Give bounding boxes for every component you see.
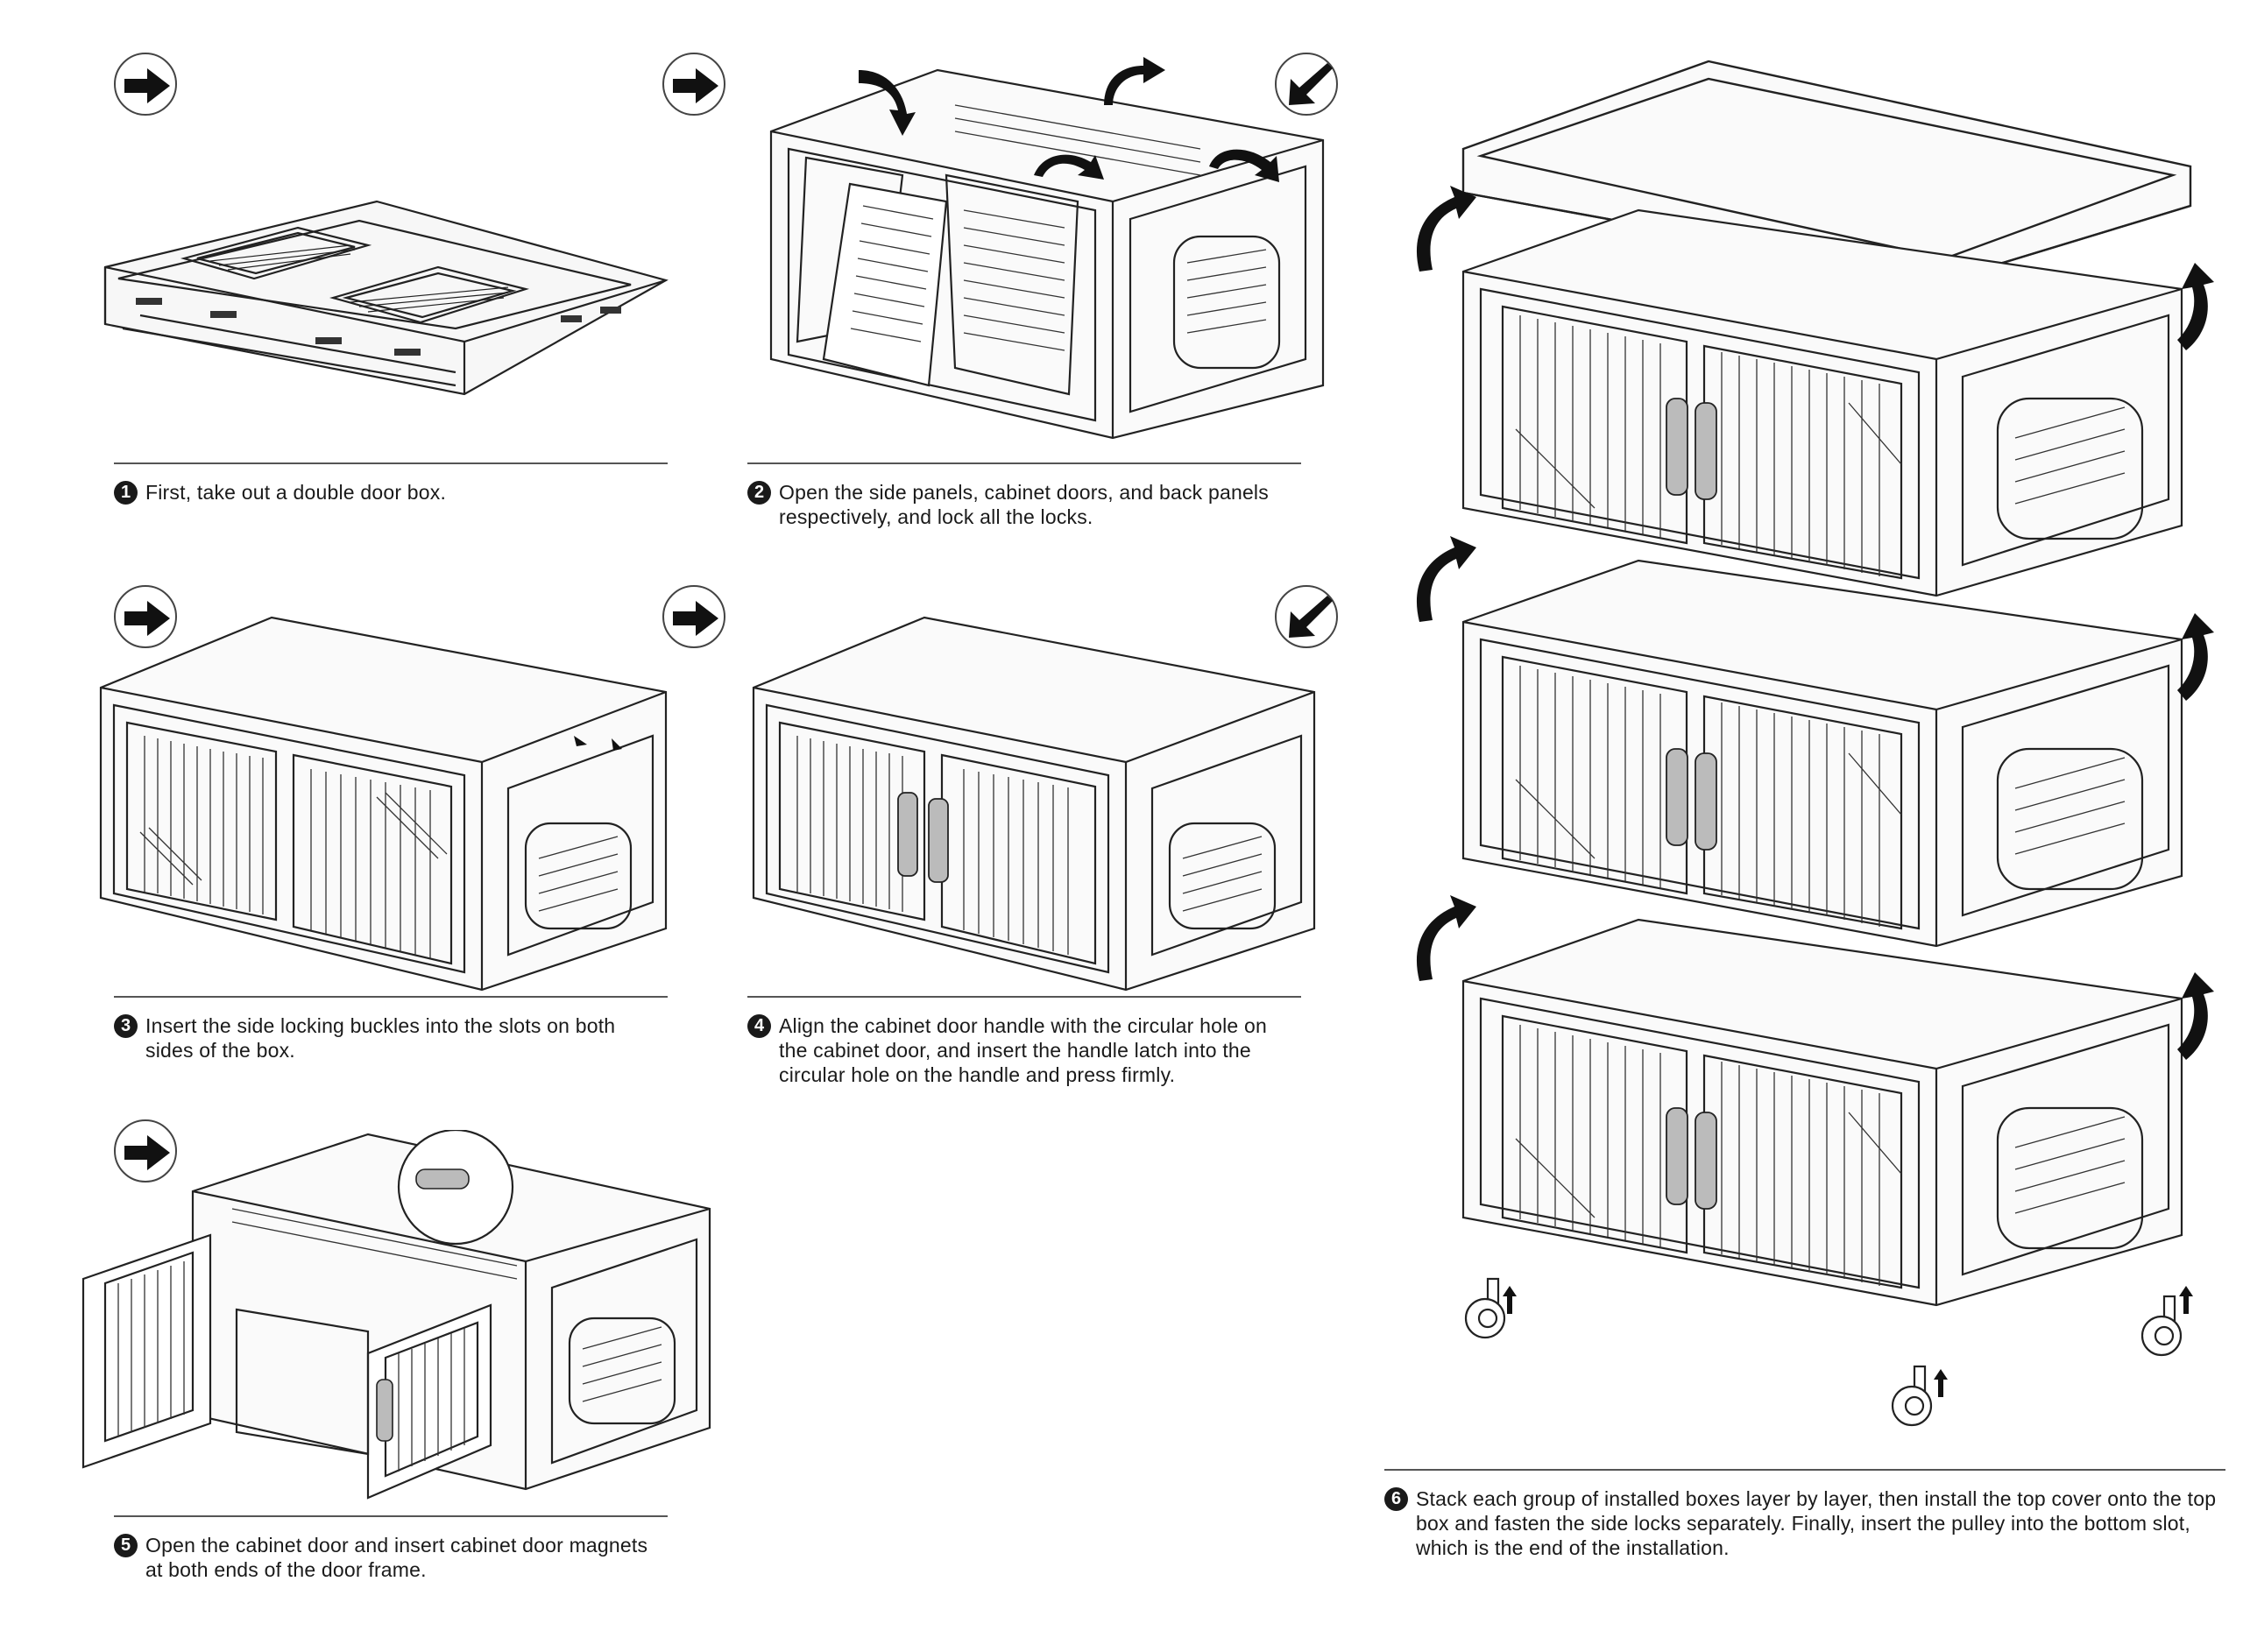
step-number: 5: [114, 1534, 138, 1557]
arrow-right-icon: [114, 1119, 177, 1183]
step-number: 1: [114, 481, 138, 505]
open-box-illustration: [769, 57, 1325, 440]
step-instruction: Open the cabinet door and insert cabinet…: [145, 1534, 648, 1581]
step-1: 1 First, take out a double door box.: [114, 462, 668, 505]
arrow-right-icon: [114, 53, 177, 116]
step-number: 4: [747, 1014, 771, 1038]
step-instruction: First, take out a double door box.: [145, 481, 447, 504]
step-number: 6: [1384, 1487, 1408, 1511]
step-instruction: Stack each group of installed boxes laye…: [1416, 1487, 2217, 1559]
step-number: 2: [747, 481, 771, 505]
arrow-right-icon: [662, 585, 725, 648]
folded-box-illustration: [103, 200, 669, 396]
step-instruction: Open the side panels, cabinet doors, and…: [779, 481, 1269, 528]
step-instruction: Insert the side locking buckles into the…: [145, 1014, 616, 1062]
arrow-right-icon: [114, 585, 177, 648]
step-2: 2 Open the side panels, cabinet doors, a…: [747, 462, 1301, 529]
open-doors-illustration: [81, 1130, 711, 1500]
arrow-down-left-icon: [1275, 53, 1338, 116]
stacked-boxes-illustration: [1416, 60, 2214, 1427]
step-3: 3 Insert the side locking buckles into t…: [114, 996, 668, 1063]
step-number: 3: [114, 1014, 138, 1038]
arrow-right-icon: [662, 53, 725, 116]
step-6: 6 Stack each group of installed boxes la…: [1384, 1469, 2225, 1560]
arrow-down-left-icon: [1275, 585, 1338, 648]
curved-arrow-icon: [1416, 186, 2214, 1060]
assembled-box-illustration: [99, 616, 668, 992]
box-with-handles-illustration: [752, 616, 1316, 992]
step-5: 5 Open the cabinet door and insert cabin…: [114, 1515, 668, 1582]
step-instruction: Align the cabinet door handle with the c…: [779, 1014, 1267, 1086]
step-4: 4 Align the cabinet door handle with the…: [747, 996, 1301, 1087]
